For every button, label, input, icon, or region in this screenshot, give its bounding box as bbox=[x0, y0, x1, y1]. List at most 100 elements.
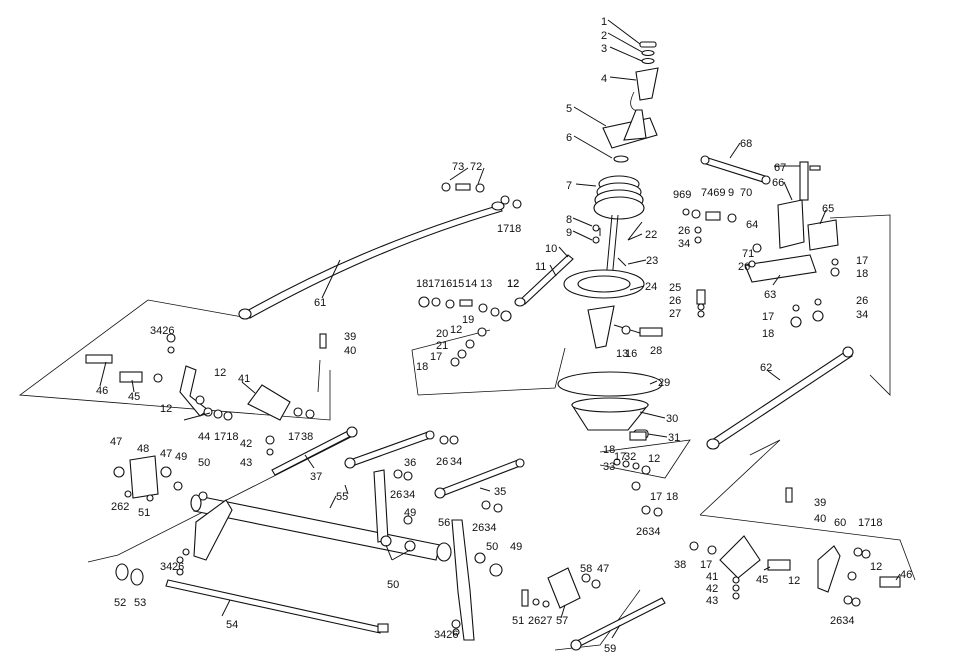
label-3426-e: 3426 bbox=[434, 629, 458, 641]
label-70: 70 bbox=[740, 187, 752, 199]
label-25: 25 bbox=[669, 282, 681, 294]
label-16-mid: 16 bbox=[440, 278, 452, 290]
label-17-mid: 17 bbox=[428, 278, 440, 290]
label-50-b: 50 bbox=[486, 541, 498, 553]
label-46-left: 46 bbox=[96, 385, 108, 397]
bracket-57 bbox=[547, 567, 581, 609]
label-10: 10 bbox=[545, 243, 557, 255]
label-52: 52 bbox=[114, 597, 126, 609]
label-61: 61 bbox=[314, 297, 326, 309]
label-17-r2: 17 bbox=[856, 255, 868, 267]
label-2634-c3: 2634 bbox=[472, 522, 496, 534]
label-18-r2: 18 bbox=[856, 268, 868, 280]
label-36: 36 bbox=[404, 457, 416, 469]
label-27: 27 bbox=[669, 308, 681, 320]
label-48: 48 bbox=[137, 443, 149, 455]
label-12-right: 12 bbox=[788, 575, 800, 587]
label-62: 62 bbox=[760, 362, 772, 374]
label-17-left: 17 bbox=[288, 431, 300, 443]
label-43-right: 43 bbox=[706, 595, 718, 607]
label-24: 24 bbox=[645, 281, 657, 293]
label-49-b: 49 bbox=[404, 507, 416, 519]
label-4: 4 bbox=[601, 73, 607, 85]
label-1718-right: 1718 bbox=[858, 517, 882, 529]
label-35: 35 bbox=[494, 486, 506, 498]
rod-54 bbox=[165, 579, 389, 634]
label-29: 29 bbox=[658, 377, 670, 389]
label-1718-left: 1718 bbox=[214, 431, 238, 443]
label-9: 9 bbox=[566, 227, 572, 239]
label-26-r3: 26 bbox=[856, 295, 868, 307]
label-12-left: 12 bbox=[160, 403, 172, 415]
label-34-r1: 34 bbox=[678, 238, 690, 250]
label-45-left: 45 bbox=[128, 391, 140, 403]
lever-60-right bbox=[719, 535, 901, 593]
label-18-mid3: 18 bbox=[416, 361, 428, 373]
label-18-mid: 18 bbox=[416, 278, 428, 290]
label-43-left: 43 bbox=[240, 457, 252, 469]
label-12-right2: 12 bbox=[870, 561, 882, 573]
label-51-a: 51 bbox=[138, 507, 150, 519]
label-12-c4: 12 bbox=[648, 453, 660, 465]
callout-labels: 1 2 3 4 5 6 7 8 9 10 11 12 22 23 24 25 2… bbox=[96, 16, 912, 655]
label-13-right: 13 bbox=[616, 348, 628, 360]
label-64: 64 bbox=[746, 219, 758, 231]
lever-41-left bbox=[85, 354, 291, 421]
label-65: 65 bbox=[822, 203, 834, 215]
label-26: 26 bbox=[669, 295, 681, 307]
label-68: 68 bbox=[740, 138, 752, 150]
bracket-63-65 bbox=[744, 161, 839, 283]
label-3426-left: 3426 bbox=[150, 325, 174, 337]
bracket-48 bbox=[129, 455, 159, 499]
label-42-right: 42 bbox=[706, 583, 718, 595]
label-18-c4: 18 bbox=[603, 444, 615, 456]
label-2: 2 bbox=[601, 30, 607, 42]
label-12-mid: 12 bbox=[507, 278, 519, 290]
label-18-c5: 18 bbox=[666, 491, 678, 503]
rod-35 bbox=[434, 458, 525, 499]
label-7469: 7469 bbox=[701, 187, 725, 199]
label-54: 54 bbox=[226, 619, 238, 631]
rod-11 bbox=[514, 254, 574, 307]
label-9-right: 9 bbox=[728, 187, 734, 199]
label-12-mid2: 12 bbox=[450, 324, 462, 336]
label-38-left: 38 bbox=[301, 431, 313, 443]
label-41-left: 41 bbox=[238, 373, 250, 385]
label-262: 262 bbox=[111, 501, 129, 513]
label-33: 33 bbox=[603, 461, 615, 473]
label-51-b: 51 bbox=[512, 615, 524, 627]
label-56: 56 bbox=[438, 517, 450, 529]
label-12-left2: 12 bbox=[214, 367, 226, 379]
label-26-r2: 26 bbox=[738, 261, 750, 273]
label-39-right: 39 bbox=[814, 497, 826, 509]
label-49-c: 49 bbox=[510, 541, 522, 553]
label-47-b: 47 bbox=[160, 448, 172, 460]
label-21: 21 bbox=[436, 340, 448, 352]
label-16-right: 16 bbox=[625, 348, 637, 360]
rod-61 bbox=[238, 201, 505, 320]
label-2634-right: 2634 bbox=[830, 615, 854, 627]
label-26-d: 26 bbox=[172, 561, 184, 573]
label-47-c: 47 bbox=[597, 563, 609, 575]
label-1: 1 bbox=[601, 16, 607, 28]
label-13-mid: 13 bbox=[480, 278, 492, 290]
label-969: 969 bbox=[673, 189, 691, 201]
label-17-c5: 17 bbox=[650, 491, 662, 503]
label-17-r4: 17 bbox=[762, 311, 774, 323]
label-40-left: 40 bbox=[344, 345, 356, 357]
label-55: 55 bbox=[336, 491, 348, 503]
label-73: 73 bbox=[452, 161, 464, 173]
rod-37 bbox=[271, 426, 358, 476]
label-30: 30 bbox=[666, 413, 678, 425]
label-32: 32 bbox=[624, 451, 636, 463]
label-66: 66 bbox=[772, 177, 784, 189]
label-18-top: 18 bbox=[509, 223, 521, 235]
label-34-c2: 34 bbox=[403, 489, 415, 501]
shift-lever-assembly bbox=[557, 41, 663, 439]
label-60: 60 bbox=[834, 517, 846, 529]
label-15: 15 bbox=[452, 278, 464, 290]
label-20: 20 bbox=[436, 328, 448, 340]
label-38-right: 38 bbox=[674, 559, 686, 571]
label-6: 6 bbox=[566, 132, 572, 144]
